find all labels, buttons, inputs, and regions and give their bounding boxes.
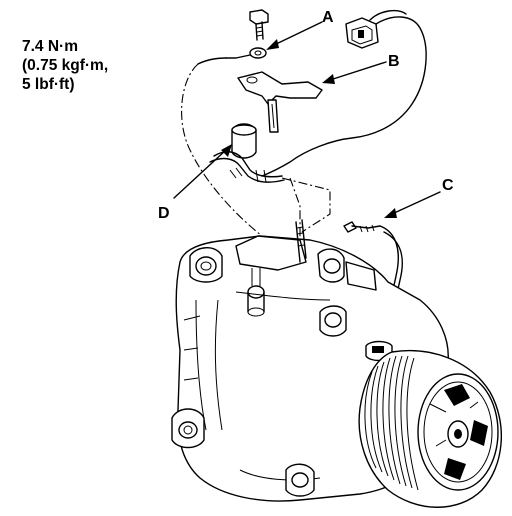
- wire-clip: [209, 123, 285, 183]
- callout-c: C: [442, 177, 454, 194]
- callout-d: D: [158, 205, 170, 222]
- torque-kgfm: (0.75 kgf·m,: [22, 57, 109, 74]
- ground-terminal: [197, 47, 267, 65]
- connector: [261, 9, 427, 177]
- bolt: [249, 9, 269, 41]
- clutch-pulley: [358, 349, 502, 508]
- torque-lbfft: 5 lbf·ft): [22, 76, 75, 93]
- callout-b: B: [388, 53, 400, 70]
- torque-spec: 7.4 N·m (0.75 kgf·m, 5 lbf·ft): [22, 37, 108, 94]
- torque-nm: 7.4 N·m: [22, 38, 78, 55]
- harness-routing: [181, 63, 331, 240]
- callout-a: A: [322, 9, 334, 26]
- callout-leaders: [173, 21, 441, 218]
- wire-bracket: [237, 71, 323, 133]
